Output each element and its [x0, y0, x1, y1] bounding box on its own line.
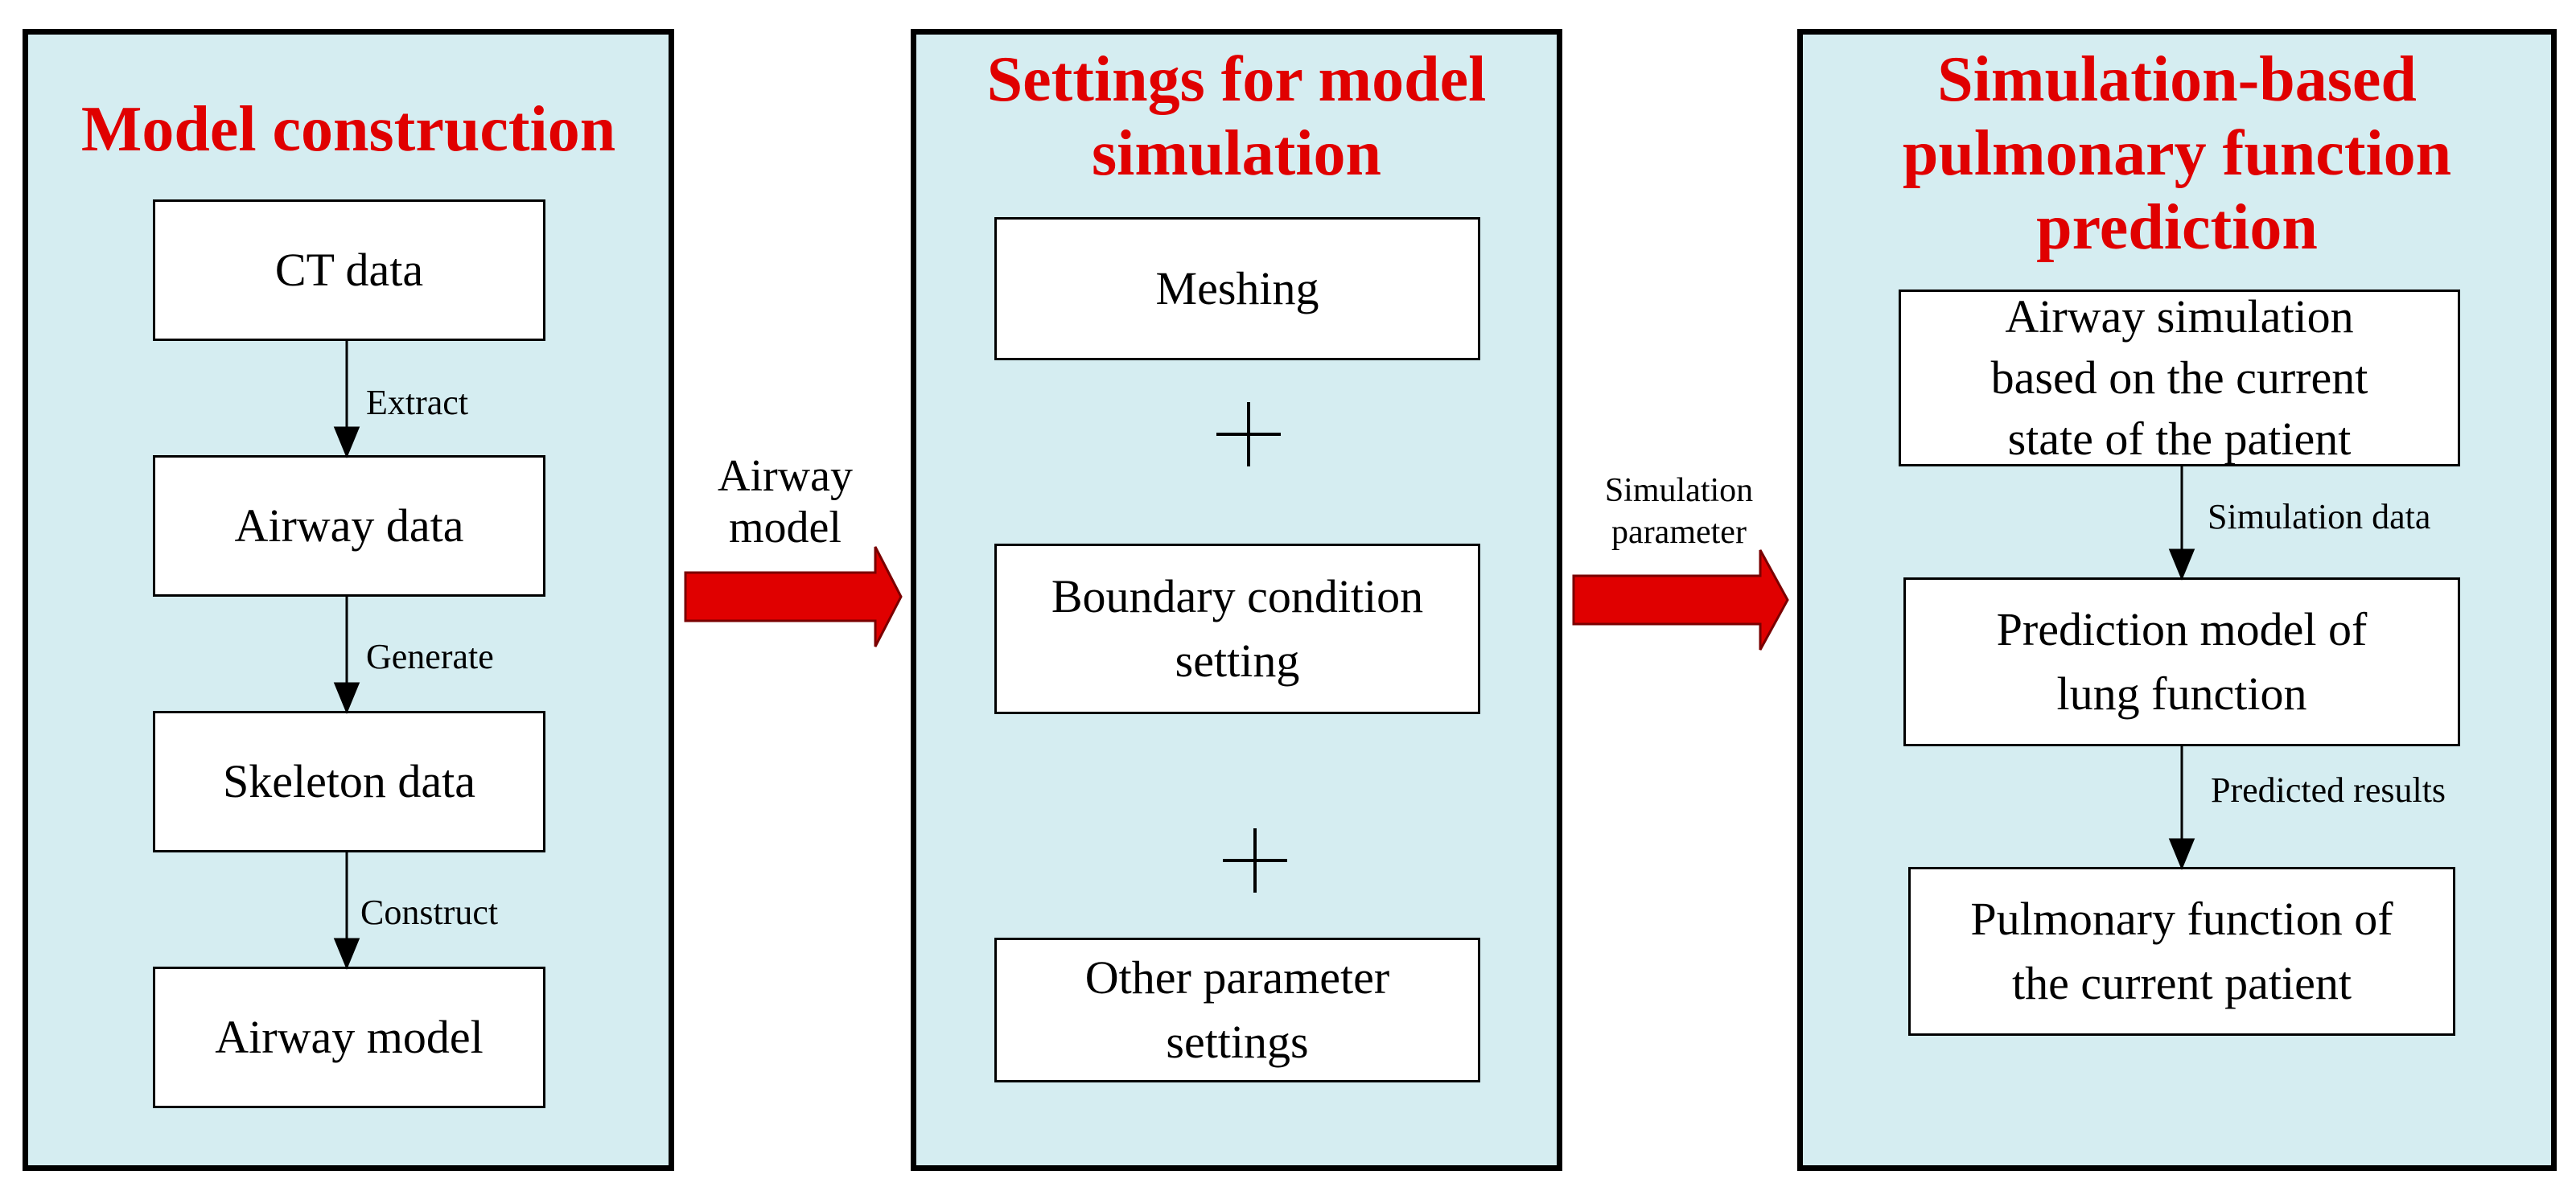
- panel-title: Model construction: [80, 94, 616, 165]
- big-arrow-airway-model: [684, 546, 903, 647]
- arrow-label-extract: Extract: [366, 383, 469, 422]
- big-arrow-simulation-parameter: [1572, 549, 1789, 651]
- box-other-parameters: Other parameter settings: [994, 938, 1480, 1082]
- box-pulmonary-function: Pulmonary function of the current patien…: [1908, 867, 2455, 1036]
- arrow-label-predicted-results: Predicted results: [2211, 770, 2446, 810]
- arrow-label-generate: Generate: [366, 637, 494, 676]
- plus-icon: [1223, 828, 1287, 893]
- box-prediction-model: Prediction model of lung function: [1903, 577, 2460, 746]
- box-airway-data: Airway data: [153, 455, 545, 597]
- box-skeleton-data: Skeleton data: [153, 711, 545, 852]
- box-airway-model: Airway model: [153, 967, 545, 1108]
- plus-icon: [1216, 402, 1281, 466]
- arrow-generate: [333, 597, 360, 714]
- connector-label-simulation-parameter: Simulation parameter: [1604, 472, 1754, 551]
- arrow-label-construct: Construct: [360, 893, 499, 932]
- arrow-label-simulation-data: Simulation data: [2208, 497, 2431, 536]
- arrow-construct: [333, 852, 360, 970]
- connector-label-airway-model: Airway model: [718, 451, 853, 552]
- box-meshing: Meshing: [994, 217, 1480, 360]
- arrow-predicted-results: [2168, 746, 2195, 870]
- box-boundary-condition: Boundary condition setting: [994, 544, 1480, 714]
- arrow-simulation-data: [2168, 466, 2195, 581]
- box-ct-data: CT data: [153, 199, 545, 341]
- panel-title: Settings for model simulation: [986, 44, 1487, 189]
- box-airway-simulation: Airway simulation based on the current s…: [1899, 290, 2460, 466]
- arrow-extract: [333, 341, 360, 458]
- panel-title: Simulation-based pulmonary function pred…: [1902, 44, 2452, 263]
